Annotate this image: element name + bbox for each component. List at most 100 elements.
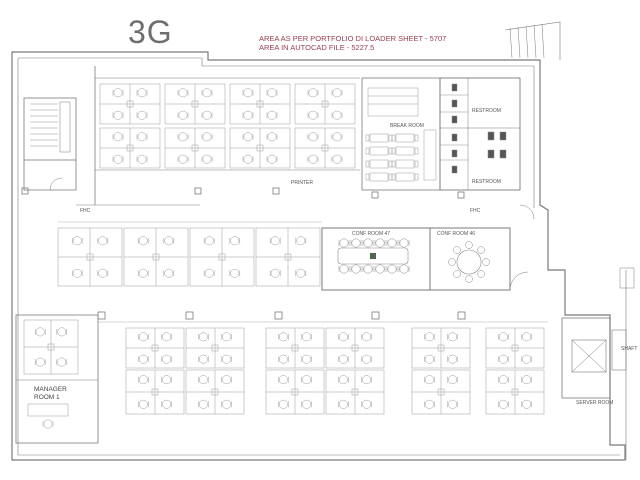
break-table bbox=[395, 159, 415, 169]
restroom-label-2: RESTROOM bbox=[472, 179, 501, 185]
chair bbox=[178, 88, 188, 98]
chair bbox=[363, 238, 373, 248]
chair bbox=[243, 154, 253, 164]
workstation-pod bbox=[164, 83, 226, 125]
workstation-pod bbox=[99, 127, 161, 169]
chair bbox=[98, 268, 108, 278]
manager-room-label-line1: MANAGER bbox=[34, 386, 67, 393]
chair bbox=[243, 132, 253, 142]
workstation-pod bbox=[125, 327, 185, 369]
chair bbox=[138, 375, 148, 385]
chair bbox=[482, 258, 490, 266]
chair bbox=[424, 375, 434, 385]
chair bbox=[387, 238, 397, 248]
chair bbox=[424, 332, 434, 342]
chair bbox=[465, 275, 473, 283]
chair bbox=[278, 375, 288, 385]
chair bbox=[162, 375, 172, 385]
chair bbox=[202, 132, 212, 142]
workstation-pod bbox=[411, 327, 471, 369]
chair bbox=[243, 88, 253, 98]
chair bbox=[198, 354, 208, 364]
workstation-pod bbox=[125, 369, 185, 415]
conf-table-47 bbox=[337, 247, 409, 265]
workstation-pod bbox=[294, 83, 356, 125]
break-chair bbox=[365, 173, 370, 181]
chair bbox=[178, 154, 188, 164]
column bbox=[371, 311, 380, 320]
chair bbox=[164, 268, 174, 278]
chair bbox=[448, 258, 456, 266]
workstation-pod bbox=[57, 227, 123, 287]
chair bbox=[477, 270, 485, 278]
break-chair bbox=[391, 173, 396, 181]
chair bbox=[178, 110, 188, 120]
break-chair bbox=[388, 147, 393, 155]
chair bbox=[35, 357, 45, 367]
chair bbox=[302, 354, 312, 364]
chair bbox=[35, 327, 45, 337]
workstation-pod bbox=[411, 369, 471, 415]
conference-furniture bbox=[337, 247, 482, 275]
server-room-label: SERVER ROOM bbox=[576, 400, 614, 406]
chair bbox=[113, 110, 123, 120]
workstation-pod bbox=[255, 227, 321, 287]
chair bbox=[387, 264, 397, 274]
stair-top-right bbox=[504, 21, 561, 60]
shaft-label: SHAFT bbox=[621, 346, 638, 352]
chair bbox=[362, 399, 372, 409]
column bbox=[371, 191, 379, 199]
workstation-pod bbox=[229, 127, 291, 169]
workstation-furniture bbox=[23, 83, 545, 429]
chair bbox=[338, 332, 348, 342]
chair bbox=[270, 236, 280, 246]
chair bbox=[308, 154, 318, 164]
break-chair bbox=[414, 134, 419, 142]
chair bbox=[498, 399, 508, 409]
chair bbox=[162, 332, 172, 342]
chair bbox=[339, 238, 349, 248]
chair bbox=[162, 354, 172, 364]
workstation-pod bbox=[189, 227, 255, 287]
workstation-pod bbox=[325, 369, 385, 415]
break-table bbox=[369, 146, 389, 156]
chair bbox=[278, 399, 288, 409]
server-room-walls bbox=[561, 317, 611, 399]
chair bbox=[498, 375, 508, 385]
chair bbox=[270, 268, 280, 278]
chair bbox=[222, 354, 232, 364]
break-table bbox=[369, 172, 389, 182]
chair bbox=[448, 375, 458, 385]
chair bbox=[43, 419, 53, 429]
column bbox=[97, 311, 106, 320]
chair bbox=[351, 238, 361, 248]
restroom-walls bbox=[439, 77, 521, 191]
break-table bbox=[369, 159, 389, 169]
column bbox=[457, 311, 466, 320]
chair bbox=[302, 332, 312, 342]
chair bbox=[448, 399, 458, 409]
conf-room-46-walls bbox=[429, 227, 511, 291]
chair bbox=[375, 238, 385, 248]
manager-room-label: MANAGER ROOM 1 bbox=[34, 386, 67, 402]
chair bbox=[308, 132, 318, 142]
column bbox=[272, 187, 280, 195]
chair bbox=[267, 110, 277, 120]
workstation-pod bbox=[164, 127, 226, 169]
chair bbox=[162, 399, 172, 409]
chair bbox=[363, 264, 373, 274]
break-chair bbox=[391, 160, 396, 168]
chair bbox=[477, 246, 485, 254]
break-counter bbox=[367, 87, 419, 117]
chair bbox=[424, 399, 434, 409]
chair bbox=[448, 354, 458, 364]
break-chair bbox=[388, 173, 393, 181]
restroom-fixtures bbox=[451, 83, 507, 174]
chair bbox=[453, 246, 461, 254]
chair bbox=[202, 110, 212, 120]
column bbox=[194, 187, 202, 195]
chair bbox=[332, 88, 342, 98]
chair bbox=[399, 264, 409, 274]
chair bbox=[138, 354, 148, 364]
break-chair bbox=[414, 173, 419, 181]
